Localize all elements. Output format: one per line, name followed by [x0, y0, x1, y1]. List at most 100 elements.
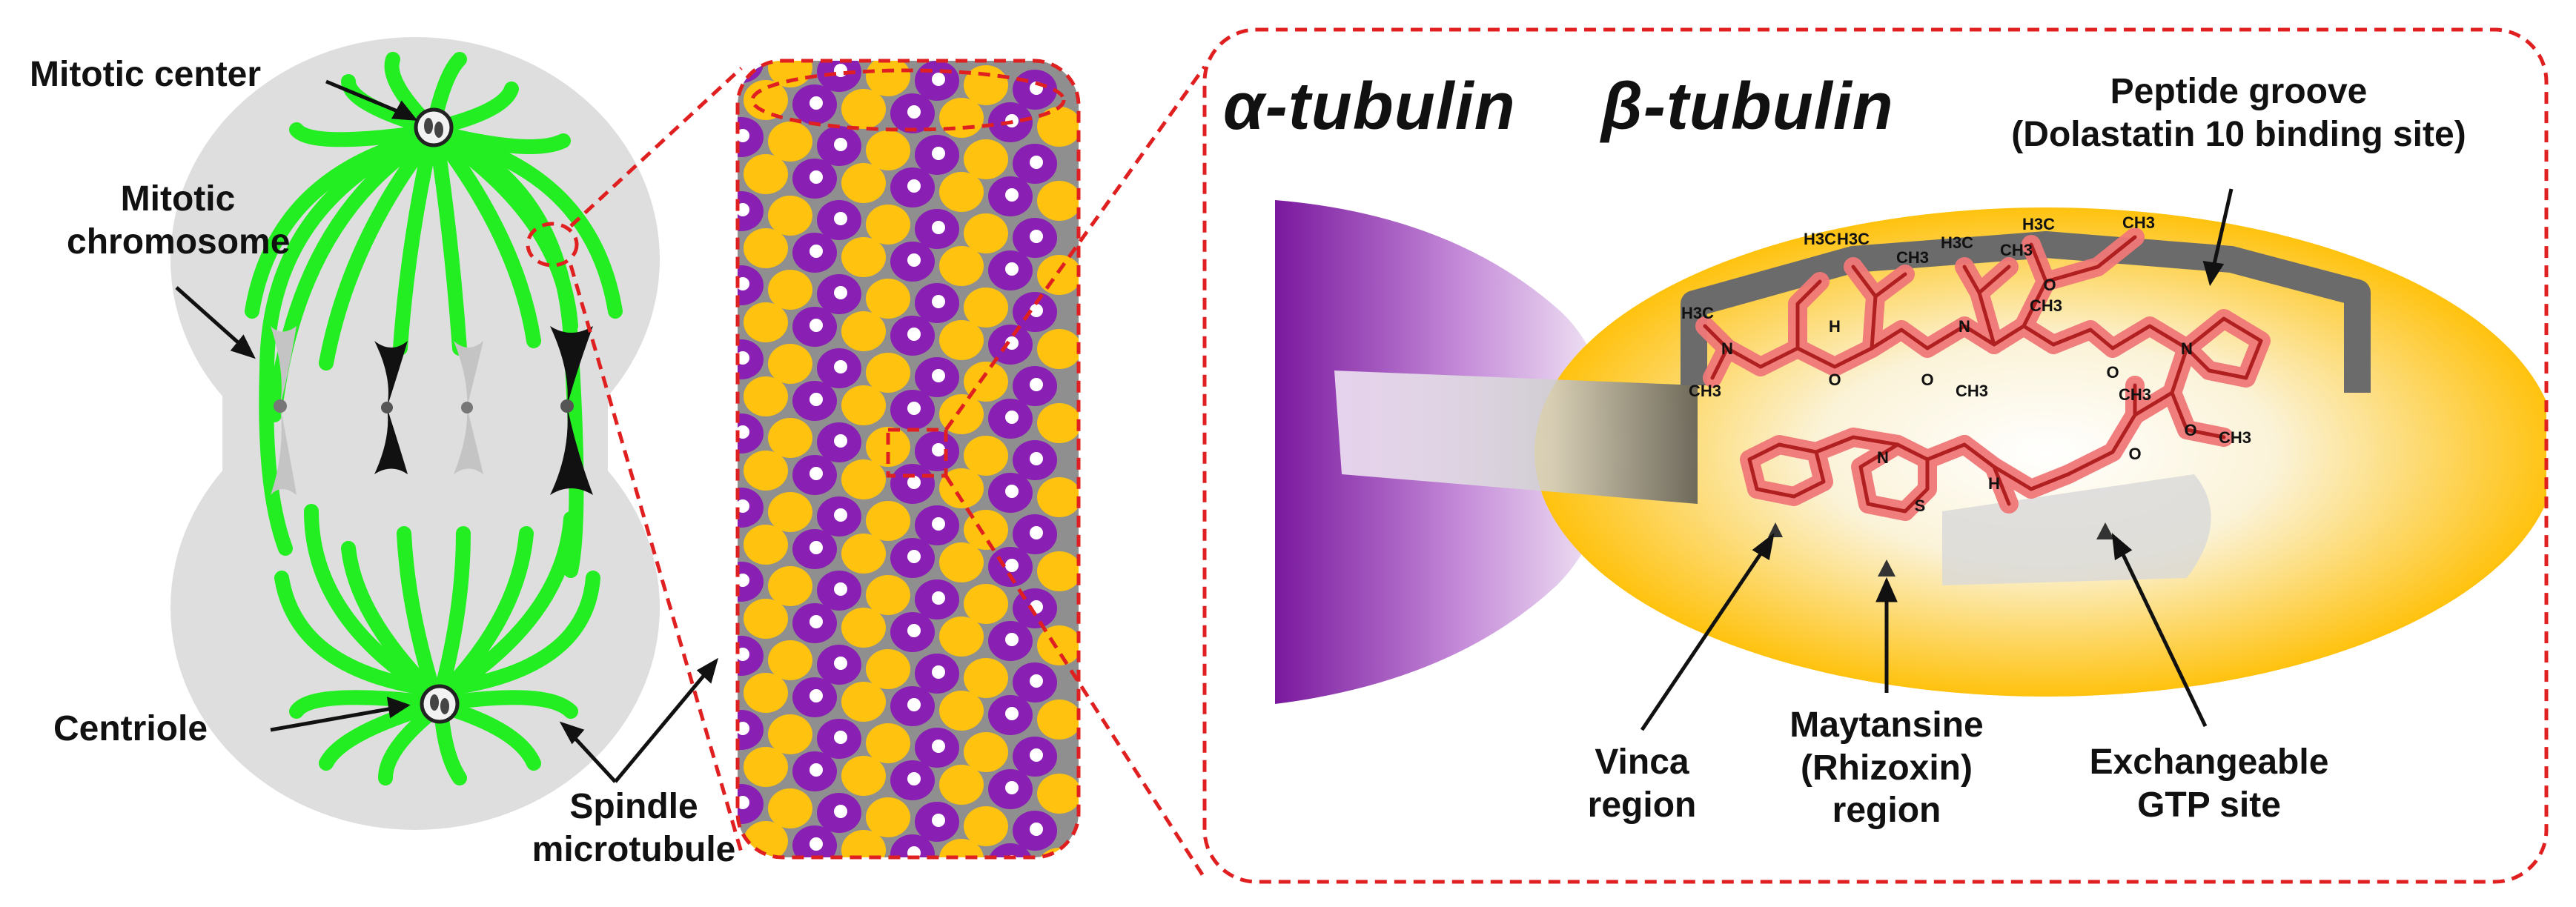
zoom-panel-border: [1202, 27, 2549, 884]
subunit-highlight: [1005, 633, 1019, 646]
subunit-highlight: [907, 105, 921, 119]
beta-subunit: [964, 584, 1008, 624]
label-maytansine-line1: Maytansine: [1789, 705, 1984, 745]
zoom-panel: H3C CH3 H3C H3C CH3 H3C CH3 H3C CH3 N H …: [1205, 30, 2546, 882]
subunit-highlight: [809, 615, 823, 628]
spindle-fibers: [245, 52, 623, 785]
beta-subunit: [939, 320, 984, 360]
beta-subunit: [964, 806, 1008, 846]
atom-h3c-2: H3C: [1837, 230, 1870, 248]
subunit-highlight: [809, 763, 823, 777]
beta-subunit: [866, 205, 910, 245]
subunit-highlight: [907, 624, 921, 637]
label-maytansine-region: Maytansine (Rhizoxin) region: [1764, 704, 2009, 832]
atom-o-3: O: [1921, 371, 1933, 389]
atom-ch3-3: CH3: [2122, 213, 2155, 232]
subunit-highlight: [1005, 485, 1019, 498]
site-markers: [1768, 522, 2114, 577]
beta-subunit: [841, 311, 886, 351]
subunit-highlight: [809, 170, 823, 184]
subunit-highlight: [834, 508, 847, 522]
subunit-highlight: [1030, 304, 1043, 317]
atom-o-4: O: [2106, 363, 2119, 382]
subunit-highlight: [1030, 823, 1043, 836]
subunit-highlight: [1005, 781, 1019, 794]
beta-subunit: [768, 270, 812, 310]
subunit-highlight: [932, 73, 945, 86]
subunit-highlight: [1005, 336, 1019, 350]
atom-h-1: H: [1829, 317, 1841, 336]
beta-subunit: [841, 89, 886, 129]
beta-subunit: [744, 673, 788, 713]
subunit-highlight: [1005, 411, 1019, 424]
subunit-highlight: [932, 147, 945, 160]
binding-tunnel: [1334, 371, 1698, 504]
beta-subunit: [841, 682, 886, 722]
beta-subunit: [866, 279, 910, 319]
alpha-subunit: [738, 61, 764, 83]
beta-subunit: [866, 501, 910, 541]
beta-subunit: [744, 302, 788, 342]
beta-subunit: [964, 658, 1008, 698]
subunit-highlight: [932, 740, 945, 753]
label-gtp-line1: Exchangeable: [2089, 742, 2329, 782]
atom-ch3-6: CH3: [2030, 296, 2062, 315]
label-vinca-line2: region: [1587, 785, 1697, 825]
beta-subunit: [768, 714, 812, 754]
atom-h3c-1: H3C: [1804, 230, 1836, 248]
beta-subunit: [866, 575, 910, 615]
subunit-highlight: [809, 393, 823, 406]
subunit-highlight: [834, 360, 847, 373]
label-centriole: Centriole: [53, 709, 208, 748]
atom-o-6: O: [2128, 445, 2141, 463]
beta-subunit: [768, 640, 812, 680]
beta-subunit: [1037, 403, 1079, 443]
subunit-highlight: [907, 698, 921, 711]
label-beta-tubulin: β-tubulin: [1601, 70, 1894, 144]
beta-subunit: [964, 139, 1008, 179]
beta-subunit: [841, 756, 886, 796]
beta-subunit: [866, 353, 910, 393]
label-gtp-site: Exchangeable GTP site: [2061, 741, 2357, 826]
subunit-highlight: [809, 245, 823, 258]
subunit-highlight: [834, 434, 847, 448]
beta-subunit: [768, 122, 812, 162]
subunit-highlight: [907, 179, 921, 193]
label-spindle-line2: microtubule: [532, 829, 736, 869]
beta-subunit: [744, 154, 788, 194]
atom-n-2: N: [1959, 317, 1970, 336]
beta-subunit: [1037, 551, 1079, 591]
beta-subunit: [841, 163, 886, 203]
beta-subunit: [768, 196, 812, 236]
dolastatin-10-molecule: H3C CH3 H3C H3C CH3 H3C CH3 H3C CH3 N H …: [1681, 213, 2271, 521]
left-arrows: [175, 79, 719, 783]
chromosome-black-1: [374, 341, 408, 474]
subunit-highlight: [932, 665, 945, 679]
beta-subunit: [744, 451, 788, 491]
subunit-highlight: [809, 689, 823, 702]
label-alpha-tubulin: α-tubulin: [1223, 70, 1516, 144]
label-vinca-region: Vinca region: [1549, 741, 1735, 826]
label-peptide-groove: Peptide groove (Dolastatin 10 binding si…: [1935, 70, 2543, 156]
beta-subunit: [939, 617, 984, 657]
atom-n-1: N: [1721, 339, 1733, 358]
vinca-marker: [1768, 522, 1783, 537]
top-centrosome: [414, 107, 454, 147]
atom-n-3: N: [2181, 339, 2193, 358]
atom-ch3-7: CH3: [2119, 385, 2151, 404]
beta-subunit: [939, 98, 984, 138]
subunit-highlight: [932, 814, 945, 827]
label-vinca-line1: Vinca: [1595, 742, 1689, 782]
subunit-highlight: [932, 295, 945, 308]
atom-s-1: S: [1915, 496, 1926, 515]
subunit-highlight: [834, 731, 847, 744]
atom-o-2: O: [1828, 371, 1841, 389]
atom-ch3-4: CH3: [1689, 382, 1721, 400]
alpha-subunit: [988, 843, 1033, 857]
chromosome-gray-2: [454, 341, 483, 474]
beta-subunit: [964, 213, 1008, 253]
beta-subunit: [744, 599, 788, 639]
beta-subunit: [939, 839, 984, 857]
subunit-highlight: [907, 402, 921, 415]
